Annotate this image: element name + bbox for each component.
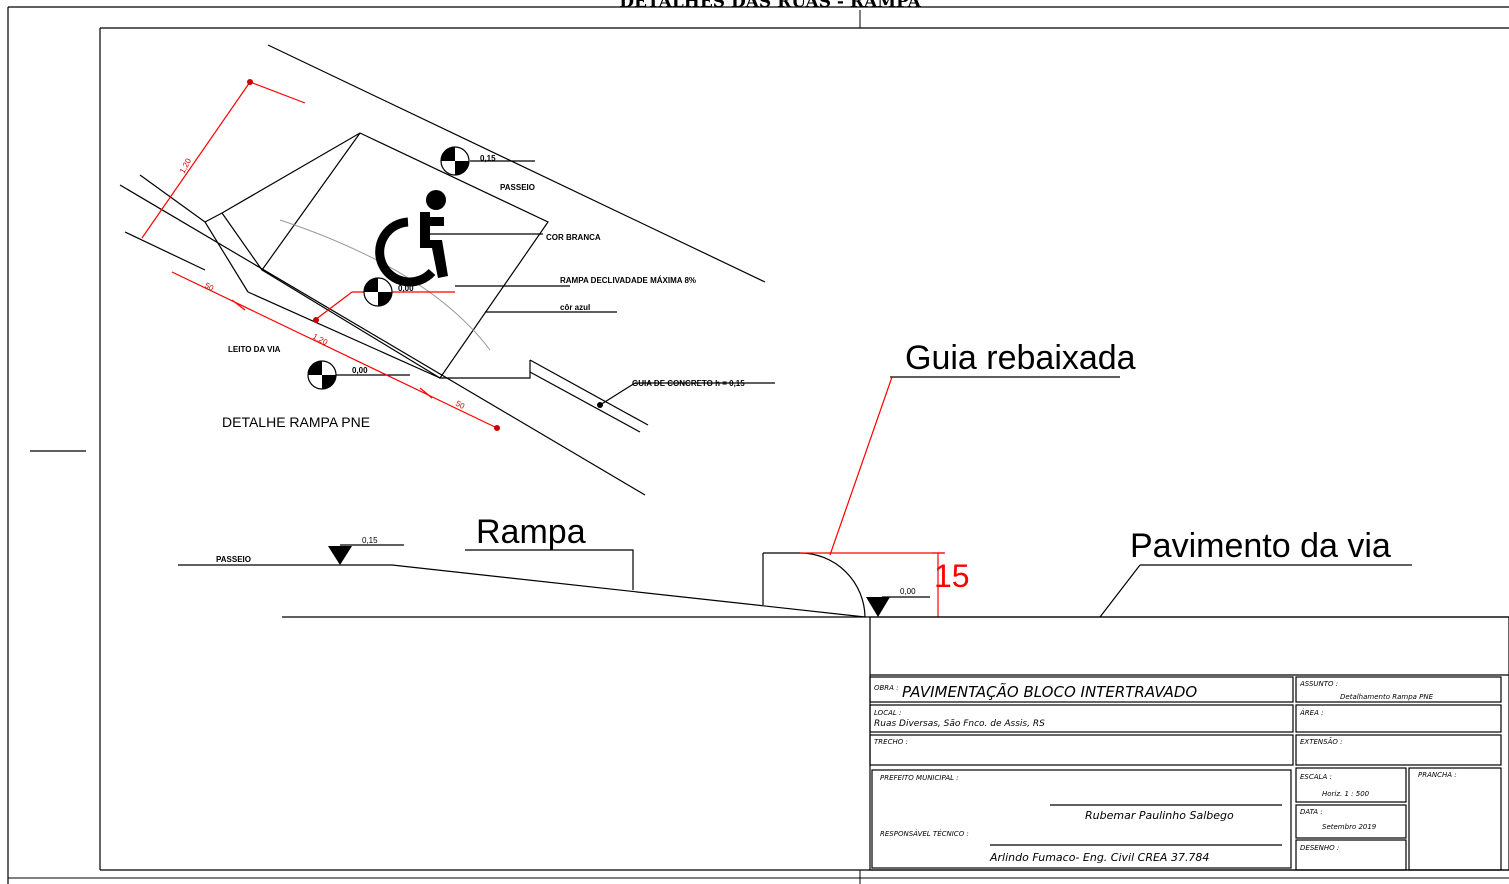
plan-dim-120: 1,20 [311, 332, 329, 348]
section-pavimento-label: Pavimento da via [1130, 527, 1391, 565]
tb-escala-label: ESCALA : [1300, 773, 1332, 781]
plan-dim-points [247, 79, 500, 431]
guia-concreto-marker [597, 402, 603, 408]
plan-dim-left-vertical: 1,20 [178, 156, 194, 174]
tb-local-label: LOCAL : [874, 709, 901, 717]
plan-rampa-declividade-label: RAMPA DECLIVADADE MÁXIMA 8% [560, 276, 696, 285]
plan-passeio-label: PASSEIO [500, 183, 535, 192]
plan-leito-label: LEITO DA VIA [228, 345, 281, 354]
plan-dim-50-b: 50 [454, 399, 467, 411]
section-guia-rebaixada-label: Guia rebaixada [905, 339, 1136, 377]
plan-level-mid: 0,00 [398, 284, 414, 293]
page-frame [7, 6, 1509, 884]
plan-dim-50-a: 50 [203, 281, 216, 293]
level-marker-top [440, 146, 470, 176]
section-level-via: 0,00 [900, 587, 916, 596]
wheelchair-icon [375, 190, 448, 287]
tb-desenho-label: DESENHO : [1300, 844, 1339, 852]
tb-responsavel-name: Arlindo Fumaco- Eng. Civil CREA 37.784 [989, 851, 1209, 864]
tb-responsavel-label: RESPONSÁVEL TÉCNICO : [880, 829, 969, 838]
level-triangle-passeio [328, 546, 352, 565]
plan-level-low: 0,00 [352, 366, 368, 375]
title-block [869, 616, 1509, 871]
tb-prancha-label: PRANCHA : [1418, 771, 1457, 779]
section-passeio-label: PASSEIO [216, 555, 251, 564]
tb-escala-value: Horiz. 1 : 500 [1322, 790, 1370, 798]
tb-assunto-label: ASSUNTO : [1299, 680, 1338, 688]
tb-extensao-label: EXTENSÃO : [1300, 737, 1342, 746]
section-rampa-label: Rampa [476, 513, 586, 551]
tb-local-value: Ruas Diversas, São Fnco. de Assis, RS [874, 719, 1045, 729]
tb-trecho-label: TRECHO : [874, 738, 908, 746]
section-level-passeio: 0,15 [362, 536, 378, 545]
plan-detail [119, 44, 775, 496]
section-dim-curb: 15 [934, 558, 970, 594]
plan-guia-concreto-label: GUIA DE CONCRETO h = 0,15 [632, 379, 745, 388]
tb-assunto-value: Detalhamento Rampa PNE [1340, 693, 1434, 701]
level-triangle-via [866, 597, 890, 617]
tb-obra-label: OBRA : [874, 684, 899, 692]
plan-cor-branca-label: COR BRANCA [546, 233, 601, 242]
tb-data-label: DATA : [1300, 808, 1323, 816]
tb-prefeito-label: PREFEITO MUNICIPAL : [880, 774, 959, 782]
tb-data-value: Setembro 2019 [1322, 823, 1377, 831]
tb-area-label: ÁREA : [1299, 708, 1323, 717]
level-marker-low [307, 360, 337, 390]
section-red-dims [800, 376, 945, 617]
tb-obra-value: PAVIMENTAÇÃO BLOCO INTERTRAVADO [902, 682, 1197, 701]
plan-detail-title: DETALHE RAMPA PNE [222, 414, 370, 430]
level-marker-mid [363, 277, 393, 307]
sheet-title: DETALHES DAS RUAS - RAMPA [619, 0, 921, 12]
section-detail [178, 376, 1509, 618]
tb-prefeito-name: Rubemar Paulinho Salbego [1085, 809, 1234, 822]
plan-level-top: 0,15 [480, 154, 496, 163]
plan-cor-azul-label: côr azul [560, 303, 590, 312]
